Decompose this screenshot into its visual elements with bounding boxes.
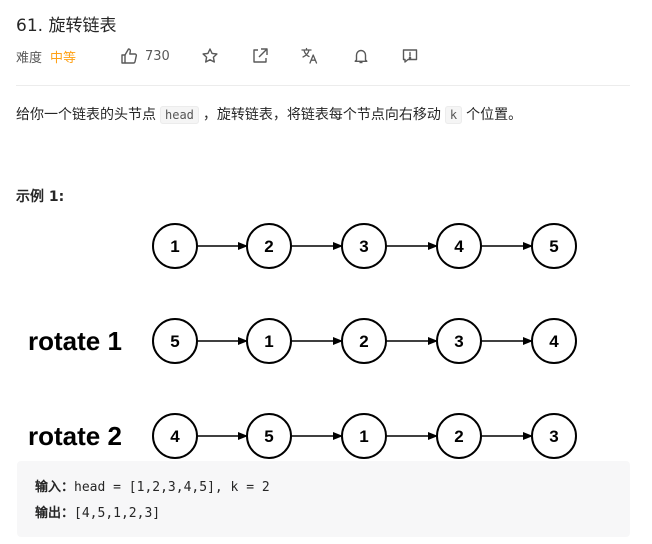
- example-input-line: 输入：head = [1,2,3,4,5], k = 2: [35, 476, 270, 495]
- list-node: [152, 223, 198, 269]
- node-value: 2: [359, 332, 368, 351]
- example-output-line: 输出：[4,5,1,2,3]: [35, 502, 160, 521]
- row-label: rotate 1: [28, 326, 122, 356]
- list-node: [436, 318, 482, 364]
- node-value: 4: [549, 332, 559, 351]
- list-node: [341, 223, 387, 269]
- translate-button[interactable]: [300, 47, 320, 65]
- node-value: 2: [264, 237, 273, 256]
- difficulty-badge: 中等: [50, 50, 77, 66]
- list-node: [152, 318, 198, 364]
- bell-icon: [352, 47, 370, 65]
- node-value: 1: [264, 332, 273, 351]
- share-icon: [251, 47, 269, 65]
- node-value: 3: [454, 332, 463, 351]
- list-node: [436, 413, 482, 459]
- input-value: head = [1,2,3,4,5], k = 2: [74, 480, 270, 495]
- list-node: [531, 413, 577, 459]
- list-node: [246, 413, 292, 459]
- list-node: [246, 318, 292, 364]
- inline-code-k: k: [444, 106, 463, 124]
- like-count: 730: [145, 48, 170, 64]
- thumbs-up-icon: [120, 47, 138, 65]
- desc-text-1: 给你一个链表的头节点: [16, 107, 156, 123]
- node-value: 2: [454, 427, 463, 446]
- list-node: [531, 223, 577, 269]
- list-node: [531, 318, 577, 364]
- difficulty-label: 难度: [16, 50, 43, 66]
- translate-icon: [300, 47, 320, 65]
- problem-toolbar: 难度 中等: [16, 45, 76, 67]
- list-node: [341, 318, 387, 364]
- row-label: rotate 2: [28, 421, 122, 451]
- example-io-box: 输入：head = [1,2,3,4,5], k = 2 输出：[4,5,1,2…: [17, 461, 630, 537]
- favorite-button[interactable]: [201, 47, 219, 65]
- problem-title: 61. 旋转链表: [16, 16, 117, 36]
- header-divider: [16, 85, 630, 86]
- feedback-icon: [401, 47, 419, 65]
- node-value: 3: [549, 427, 558, 446]
- node-value: 3: [359, 237, 368, 256]
- input-label: 输入：: [35, 480, 75, 495]
- output-label: 输出：: [35, 506, 75, 521]
- node-value: 5: [549, 237, 558, 256]
- node-value: 5: [264, 427, 273, 446]
- inline-code-head: head: [160, 106, 199, 124]
- node-value: 5: [170, 332, 179, 351]
- node-value: 4: [170, 427, 180, 446]
- node-value: 4: [454, 237, 464, 256]
- list-node: [341, 413, 387, 459]
- notify-button[interactable]: [352, 47, 370, 65]
- linked-list-diagram: 1 2 3 4 5 rotate 1 5 1 2 3 4 rotate 2 4 5 1 2 3: [28, 223, 577, 459]
- example-title: 示例 1:: [16, 189, 65, 205]
- list-node: [152, 413, 198, 459]
- like-button[interactable]: 730: [120, 45, 170, 67]
- desc-text-2: ，旋转链表，将链表每个节点向右移动: [202, 107, 441, 123]
- list-node: [436, 223, 482, 269]
- star-icon: [201, 47, 219, 65]
- node-value: 1: [359, 427, 368, 446]
- list-node: [246, 223, 292, 269]
- desc-text-3: 个位置。: [466, 107, 523, 123]
- output-value: [4,5,1,2,3]: [74, 506, 161, 521]
- share-button[interactable]: [251, 47, 269, 65]
- feedback-button[interactable]: [401, 47, 419, 65]
- node-value: 1: [170, 237, 179, 256]
